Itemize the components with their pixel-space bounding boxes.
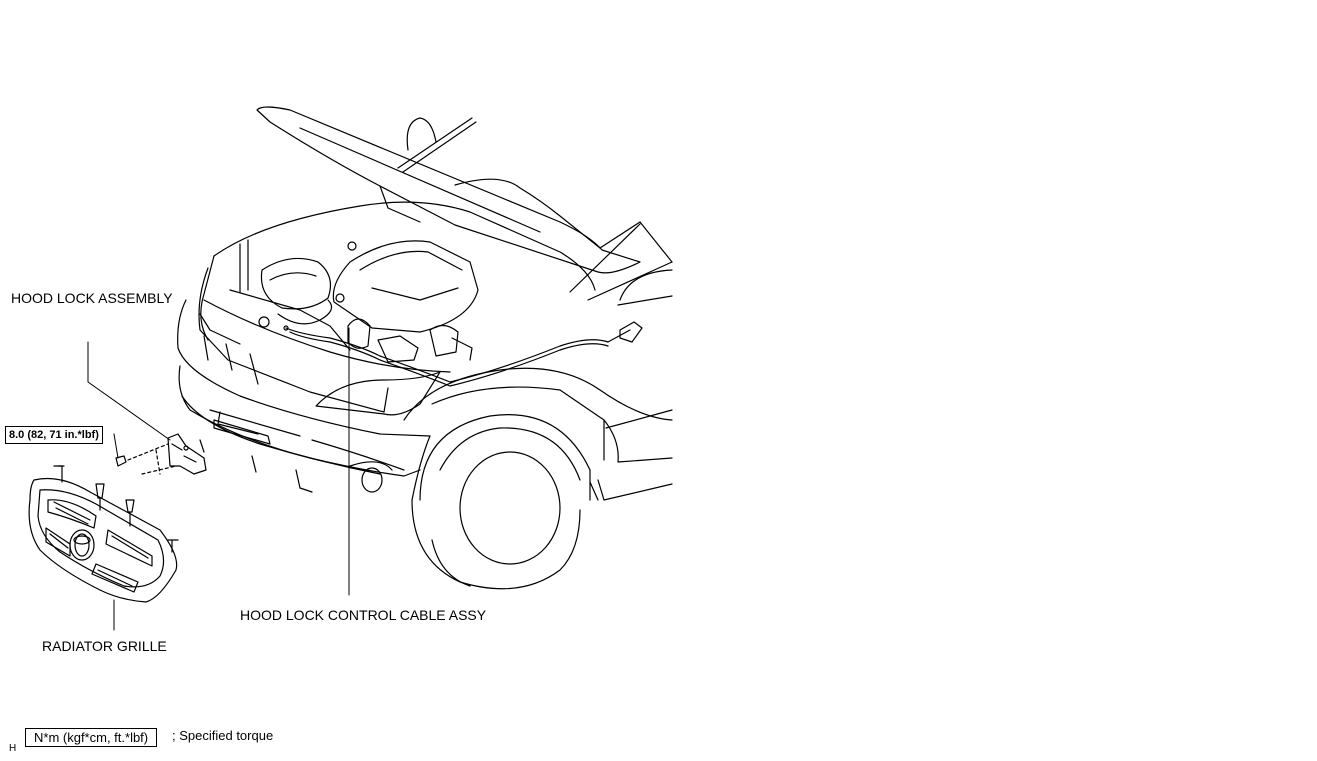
label-hood-lock-assembly: HOOD LOCK ASSEMBLY: [11, 290, 173, 306]
torque-spec-hood-lock: 8.0 (82, 71 in.*lbf): [5, 426, 103, 444]
leader-lines: [87, 327, 350, 631]
legend-description: ; Specified torque: [172, 728, 274, 743]
front-fascia: [177, 267, 441, 493]
label-radiator-grille: RADIATOR GRILLE: [42, 638, 167, 654]
front-fender-wheel: [403, 367, 673, 590]
hood-panel: [256, 106, 641, 274]
hood-lock-assembly: [115, 433, 207, 475]
hood-lock-control-cable: [283, 321, 643, 387]
engine-bay: [199, 201, 596, 373]
figure-code: H: [9, 743, 17, 754]
legend-torque-unit-box: N*m (kgf*cm, ft.*lbf): [25, 728, 158, 747]
label-hood-lock-control-cable: HOOD LOCK CONTROL CABLE ASSY: [240, 607, 487, 623]
radiator-grille: [28, 465, 179, 603]
cab-outline: [406, 117, 673, 306]
